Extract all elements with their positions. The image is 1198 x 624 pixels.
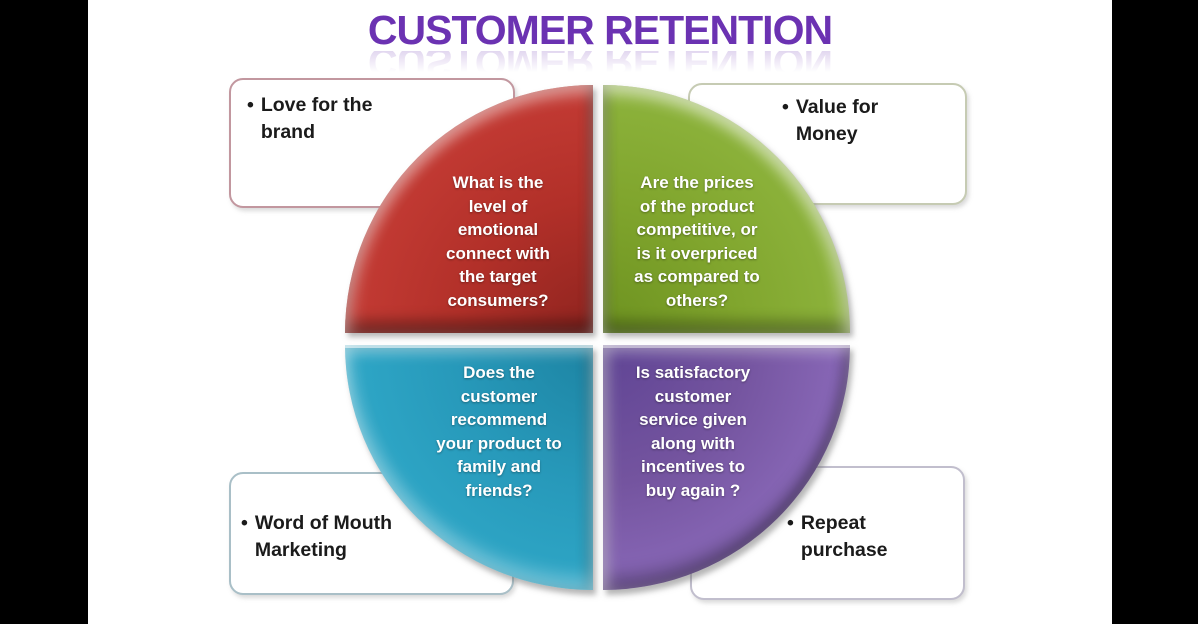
title-reflection-fade [88, 51, 1112, 75]
callout-content: • Love for the brand [231, 80, 513, 146]
question-line: connect with [446, 243, 550, 263]
question-line: family and [456, 457, 542, 476]
quadrant-question: Does the customer recommend your product… [415, 361, 583, 502]
question-line: your product to [436, 433, 562, 453]
question-line: friends? [465, 480, 533, 500]
quadrant-question: Are the prices of the product competitiv… [611, 171, 783, 312]
callout-line: brand [260, 121, 315, 143]
callout-line: Repeat [800, 512, 866, 534]
quadrant-price-competitiveness: Are the prices of the product competitiv… [603, 85, 850, 333]
question-line: emotional [457, 220, 539, 239]
question-line: Does the [463, 363, 535, 382]
callout-line: Money [795, 123, 858, 145]
question-line: competitive, or [636, 220, 758, 239]
question-line: service given [639, 410, 747, 429]
callout-line: Love for the [260, 94, 373, 116]
question-line: buy again ? [645, 480, 741, 500]
question-line: level of [468, 196, 528, 216]
page-title: CUSTOMER RETENTION [367, 7, 833, 53]
question-line: incentives to [641, 457, 745, 476]
question-line: the target [459, 267, 537, 286]
quadrant-question: Is satisfactory customer service given a… [607, 361, 779, 502]
question-line: as compared to [634, 267, 760, 286]
question-line: others? [665, 290, 729, 310]
question-line: customer [460, 386, 538, 406]
question-line: consumers? [447, 290, 549, 310]
bullet-icon: • [241, 512, 248, 534]
callout-line: Word of Mouth [254, 512, 393, 534]
question-line: Are the prices [640, 173, 754, 192]
bullet-icon: • [787, 512, 794, 534]
callout-line: purchase [800, 539, 888, 561]
callout-label: Love for the brand [261, 92, 373, 146]
question-line: is it overpriced [636, 243, 758, 263]
title-reflection: CUSTOMER RETENTION [88, 51, 1112, 75]
bullet-icon: • [247, 94, 254, 116]
callout-line: Value for [795, 96, 879, 118]
question-line: What is the [452, 173, 544, 192]
question-line: of the product [639, 196, 755, 216]
question-line: customer [654, 386, 732, 406]
callout-content: • Repeat purchase [692, 468, 963, 564]
slide-canvas: CUSTOMER RETENTION CUSTOMER RETENTION • … [88, 0, 1112, 624]
callout-label: Repeat purchase [801, 510, 888, 564]
callout-line: Marketing [254, 539, 347, 561]
question-line: along with [650, 433, 736, 453]
bullet-icon: • [782, 96, 789, 118]
quadrant-question: What is the level of emotional connect w… [417, 171, 579, 312]
question-line: recommend [450, 410, 548, 429]
question-line: Is satisfactory [635, 363, 751, 382]
